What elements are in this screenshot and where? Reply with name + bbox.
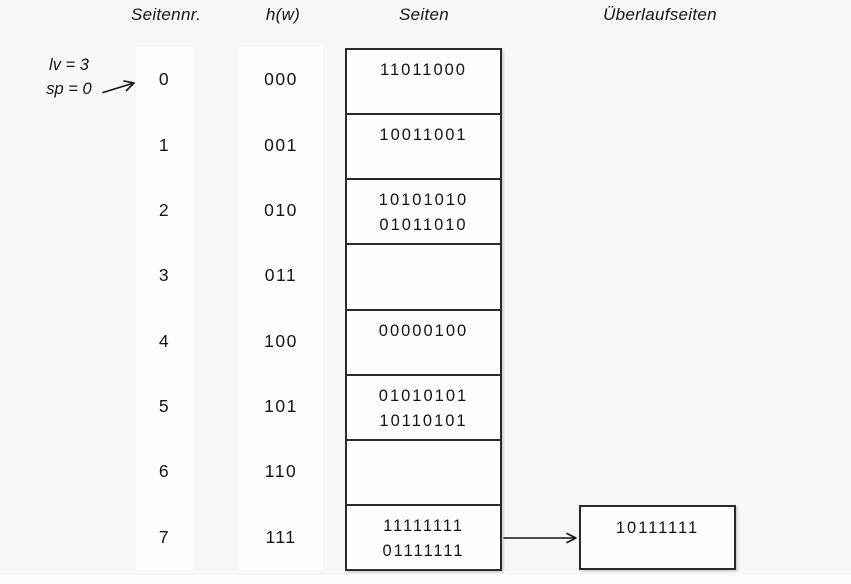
page-cell-2: 10101010 01011010 xyxy=(347,178,500,243)
hash-value-3: 011 xyxy=(264,265,298,286)
page-cell-6 xyxy=(347,438,500,504)
pages-box: 11011000 10011001 10101010 01011010 0000… xyxy=(345,48,502,571)
page-cell-5: 01010101 10110101 xyxy=(347,373,500,439)
page-number-2: 2 xyxy=(158,199,171,220)
split-pointer-value: sp = 0 xyxy=(46,80,92,98)
slide-bottom-edge xyxy=(0,575,851,584)
record-value: 01010101 xyxy=(378,386,469,405)
overflow-record-value: 10111111 xyxy=(615,519,700,537)
hash-value-4: 100 xyxy=(264,330,298,351)
header-overflow-pages: Überlaufseiten xyxy=(603,5,717,24)
hash-value-7: 111 xyxy=(265,526,297,547)
record-value: 10101010 xyxy=(378,191,469,210)
hash-value-2: 010 xyxy=(264,199,298,220)
page-number-1: 1 xyxy=(158,134,171,155)
header-page-number: Seitennr. xyxy=(130,5,202,24)
overflow-link-arrow-icon xyxy=(503,532,577,544)
page-cell-1: 10011001 xyxy=(347,113,500,178)
page-number-4: 4 xyxy=(158,330,171,351)
header-hash-function: h(w) xyxy=(265,5,301,24)
header-pages: Seiten xyxy=(398,5,449,24)
level-value: lv = 3 xyxy=(49,56,89,74)
record-value: 00000100 xyxy=(378,321,469,340)
record-value: 10011001 xyxy=(379,126,468,145)
page-number-6: 6 xyxy=(158,461,171,482)
state-annotation: lv = 3 sp = 0 xyxy=(38,53,100,101)
page-number-5: 5 xyxy=(158,396,171,417)
record-value: 01011010 xyxy=(379,216,468,235)
record-value: 01111111 xyxy=(382,541,465,560)
page-number-7: 7 xyxy=(158,526,171,547)
page-cell-0: 11011000 xyxy=(347,50,500,113)
page-cell-4: 00000100 xyxy=(347,308,500,374)
split-pointer-arrow-icon xyxy=(102,80,135,94)
hash-value-6: 110 xyxy=(264,461,298,482)
page-number-0: 0 xyxy=(158,69,171,90)
record-value: 10110101 xyxy=(379,411,468,430)
page-number-column: 0 1 2 3 4 5 6 7 xyxy=(136,47,193,570)
page-number-3: 3 xyxy=(158,265,171,286)
hash-value-0: 000 xyxy=(264,69,298,90)
record-value: 11011000 xyxy=(380,61,467,79)
hash-value-column: 000 001 010 011 100 101 110 111 xyxy=(239,47,323,570)
record-value: 11111111 xyxy=(383,516,464,535)
page-cell-3 xyxy=(347,243,500,308)
overflow-page-box: 10111111 xyxy=(579,505,736,570)
page-cell-7: 11111111 01111111 xyxy=(347,503,500,569)
hash-value-5: 101 xyxy=(264,396,298,417)
hash-value-1: 001 xyxy=(264,134,298,155)
